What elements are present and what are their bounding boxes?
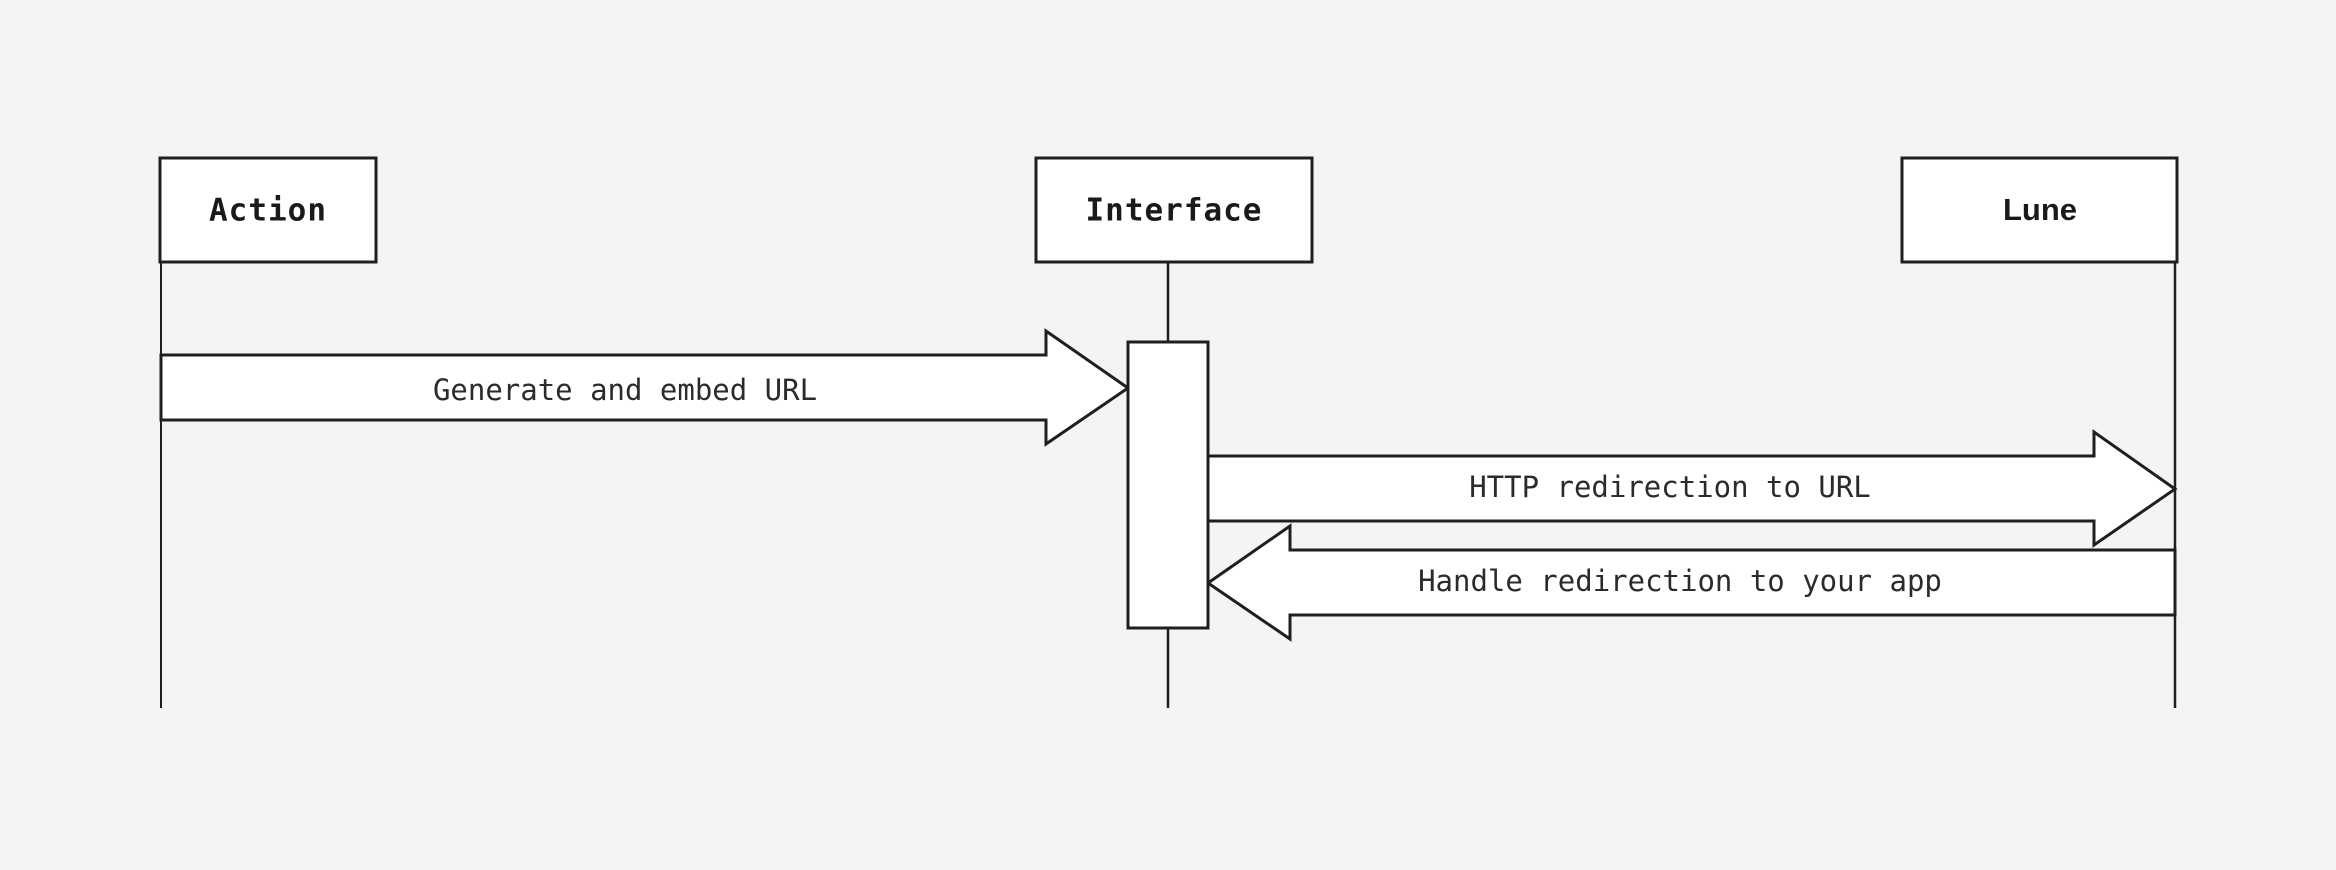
participant-box-interface[interactable] (1034, 156, 1314, 264)
participant-box-action[interactable] (158, 156, 378, 264)
message-handle-redirection-to-your-app[interactable]: Handle redirection to your app (1205, 523, 2177, 642)
participant-boxes-group: Action Interface Lune (158, 156, 2179, 264)
participant-label-lune: Lune (2003, 192, 2077, 227)
message-generate-and-embed-url[interactable]: Generate and embed URL (159, 328, 1131, 447)
activation-interface-group (1126, 340, 1210, 630)
participant-label-action: Action (209, 193, 327, 229)
block-arrow-right-http-redirection-to-url[interactable] (1206, 429, 2178, 548)
participant-label-interface: Interface (1086, 193, 1263, 229)
message-label-http-redirection-to-url: HTTP redirection to URL (1469, 470, 1871, 504)
activation-box-interface (1126, 340, 1210, 630)
block-arrow-left-handle-redirection-to-your-app[interactable] (1205, 523, 2177, 642)
message-label-handle-redirection-to-your-app: Handle redirection to your app (1418, 564, 1942, 598)
message-http-redirection-to-url[interactable]: HTTP redirection to URL (1206, 429, 2178, 548)
block-arrow-right-generate-embed-url[interactable] (159, 328, 1131, 447)
message-label-generate-and-embed-url: Generate and embed URL (433, 373, 817, 407)
participant-box-lune[interactable] (1900, 156, 2179, 264)
